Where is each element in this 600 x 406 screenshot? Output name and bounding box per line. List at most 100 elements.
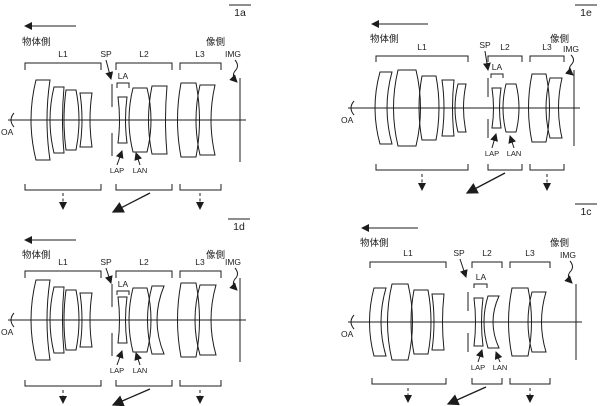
group-label-l3: L3 [195,49,205,59]
image-plane-label: IMG [563,44,579,54]
lens-element [418,75,440,141]
sub-lens-bracket [116,290,130,295]
panel-1a: 1a 物体側 像側 L1 SP L2 L3 IMG LA OA [0,0,310,215]
image-plane-leader-arrow [564,260,573,284]
object-side-label: 物体側 [22,249,51,261]
lens-element [374,71,393,145]
lens-element [527,291,547,353]
lap-leader-arrow [475,349,484,363]
optical-axis-label: OA [1,327,14,337]
lan-label: LAN [133,166,148,175]
lan-leader-arrow [494,351,503,363]
group-bracket-l1 [24,270,102,278]
lens-element [63,289,80,351]
image-plane-label: IMG [560,250,576,260]
panel-1c: 1c 物体側 像側 L1 SP L2 L3 IMG LA OA [340,200,600,406]
lens-element [49,286,65,354]
group-label-l2: L2 [500,42,510,52]
under-bracket-l2 [487,164,523,171]
lens-element [128,287,152,353]
lens-element-la [473,297,484,347]
group-bracket-l3 [179,270,222,278]
stop-leader-arrow [482,50,491,71]
lens-element [177,82,200,158]
sub-lens-bracket [490,73,504,78]
under-bracket-l2 [115,184,173,191]
lens-group-l1 [369,283,445,361]
sub-lens-bracket [473,283,488,288]
lens-element [63,89,80,151]
lens-element [194,284,217,356]
image-plane-leader-arrow [565,54,574,76]
image-plane-leader-arrow [229,59,238,83]
lens-element [79,292,93,348]
lens-element [502,83,520,133]
lens-element [79,92,93,148]
lens-group-l2 [117,85,168,155]
focus-movement-arrow-l2 [111,388,151,406]
group-bracket-l1 [375,55,469,62]
figure-number: 1e [580,7,592,19]
lens-element [431,293,445,351]
panel-1e-drawing: 1e 物体側 像側 L1 SP L2 L3 IMG LA OA [341,4,597,194]
stop-leader-arrow [459,258,468,278]
under-bracket-l3 [509,378,551,385]
sub-lens-label: LA [492,62,503,72]
lens-element [441,79,455,137]
group-bracket-l3 [509,261,551,268]
panel-1d-drawing: 1d 物体側 像側 L1 SP L2 L3 IMG LA OA [1,218,250,406]
lens-group-l3 [177,82,216,158]
panel-1e: 1e 物体側 像側 L1 SP L2 L3 IMG LA OA [340,0,600,200]
group-bracket-l2 [115,62,173,70]
lap-leader-arrow [490,133,498,149]
under-bracket-l3 [529,164,565,171]
axis-tick [350,314,355,330]
stop-leader-arrow [105,59,114,80]
group-label-l1: L1 [58,257,68,267]
group-bracket-l1 [369,261,447,268]
lens-element [454,83,467,133]
object-side-label: 物体側 [360,237,389,249]
group-bracket-l1 [24,62,102,70]
lens-group-l3 [528,73,563,143]
optical-axis-label: OA [1,127,14,137]
image-plane-label: IMG [225,257,241,267]
figure-number: 1d [233,221,245,233]
focus-movement-arrow-l2 [465,172,506,194]
image-plane-label: IMG [225,49,241,59]
lens-element [147,285,165,355]
group-label-l1: L1 [417,42,427,52]
group-label-l2: L2 [482,248,492,258]
figure-number: 1a [234,7,246,19]
lens-element [508,287,532,357]
stop-label: SP [453,248,465,258]
stop-label: SP [100,257,112,267]
panel-1c-drawing: 1c 物体側 像側 L1 SP L2 L3 IMG LA OA [341,203,597,406]
lap-label: LAP [110,366,124,375]
image-side-label: 像側 [206,249,225,261]
axis-tick [10,112,15,128]
panel-1a-drawing: 1a 物体側 像側 L1 SP L2 L3 IMG LA OA [1,4,251,213]
lens-element [30,79,51,161]
object-side-label: 物体側 [22,36,51,48]
lap-label: LAP [471,363,485,372]
lap-label: LAP [110,166,124,175]
optical-axis-label: OA [341,115,354,125]
group-bracket-l3 [179,62,222,70]
lan-label: LAN [133,366,148,375]
lap-leader-arrow [115,350,124,366]
group-label-l2: L2 [139,49,149,59]
lens-element [177,282,200,358]
sub-lens-label: LA [476,272,487,282]
lens-element-la [491,87,502,129]
lens-group-l2 [473,295,500,349]
image-side-label: 像側 [550,237,569,249]
figure-number: 1c [580,206,591,218]
under-bracket-l2 [471,378,503,385]
lap-label: LAP [485,149,499,158]
under-bracket-l1 [24,380,102,387]
group-label-l3: L3 [525,248,535,258]
lens-element [410,289,432,355]
group-label-l1: L1 [58,49,68,59]
